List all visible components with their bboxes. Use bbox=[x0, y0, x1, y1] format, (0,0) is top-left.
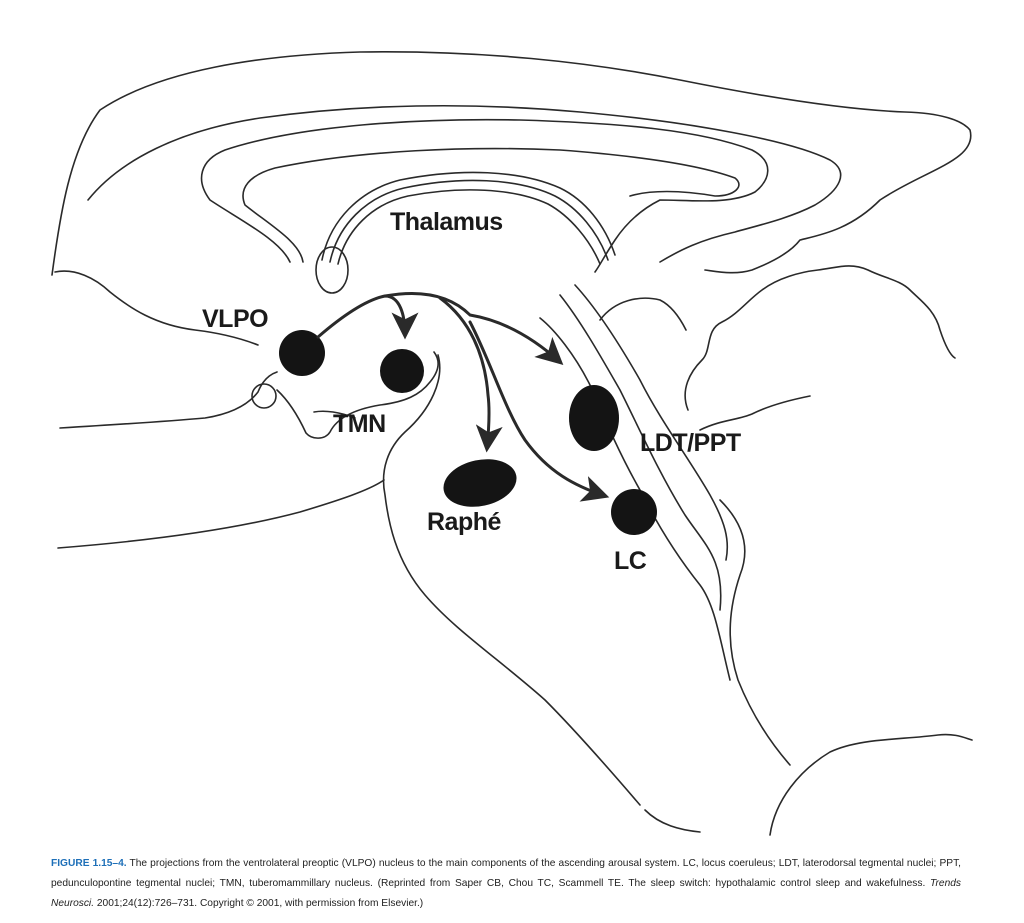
tmn-nucleus bbox=[380, 349, 424, 393]
aqueduct-line-3 bbox=[574, 284, 729, 561]
corpus-callosum-outer bbox=[200, 118, 769, 273]
aqueduct-line-2 bbox=[559, 294, 722, 611]
figure-caption: FIGURE 1.15–4. The projections from the … bbox=[51, 854, 961, 914]
hypothalamus-contour bbox=[276, 351, 439, 439]
anterior-commissure bbox=[315, 246, 349, 294]
ldt-ppt-label: LDT/PPT bbox=[640, 429, 741, 457]
projection-arrow-ldt bbox=[383, 291, 564, 366]
vlpo-label: VLPO bbox=[202, 305, 269, 333]
optic-chiasm bbox=[251, 383, 277, 409]
spinal-cord-line bbox=[769, 733, 973, 836]
fornix-line-3 bbox=[337, 189, 601, 265]
fourth-ventricle-line bbox=[599, 297, 687, 331]
frontal-contour-1 bbox=[54, 270, 259, 346]
lc-label: LC bbox=[614, 547, 647, 575]
cerebellum-lower bbox=[699, 395, 811, 431]
hypothalamus-inner bbox=[313, 410, 356, 419]
corpus-callosum-inner bbox=[242, 147, 740, 263]
fornix-line-2 bbox=[329, 179, 609, 263]
figure-number: FIGURE 1.15–4. bbox=[51, 858, 127, 869]
brain-diagram bbox=[51, 50, 973, 836]
cortex-outline bbox=[51, 50, 972, 276]
medulla-line bbox=[644, 809, 701, 833]
brainstem-anterior bbox=[57, 479, 385, 549]
thalamus-label: Thalamus bbox=[390, 208, 503, 236]
lc-nucleus bbox=[611, 489, 657, 535]
caption-citation: 2001;24(12):726–731. Copyright © 2001, w… bbox=[94, 898, 424, 909]
projection-arrow-lc bbox=[468, 320, 610, 502]
tmn-label: TMN bbox=[333, 410, 386, 438]
vlpo-nucleus bbox=[279, 330, 325, 376]
brainstem-outline bbox=[382, 354, 641, 806]
caption-text: The projections from the ventrolateral p… bbox=[51, 858, 961, 889]
fornix-line-1 bbox=[321, 171, 616, 261]
caption-journal: Trends Neurosci. bbox=[51, 878, 961, 909]
frontal-contour-2 bbox=[59, 371, 278, 429]
ldt-ppt-nucleus bbox=[569, 385, 619, 451]
raphe-label: Raphé bbox=[427, 508, 501, 536]
cerebellum-outline bbox=[684, 265, 956, 411]
cerebellum-boundary bbox=[719, 499, 791, 766]
projection-arrow-raphe bbox=[438, 296, 503, 453]
projection-arrow-tmn bbox=[316, 294, 419, 340]
raphe-nucleus bbox=[443, 459, 517, 507]
cortex-inner-fold bbox=[87, 104, 842, 263]
